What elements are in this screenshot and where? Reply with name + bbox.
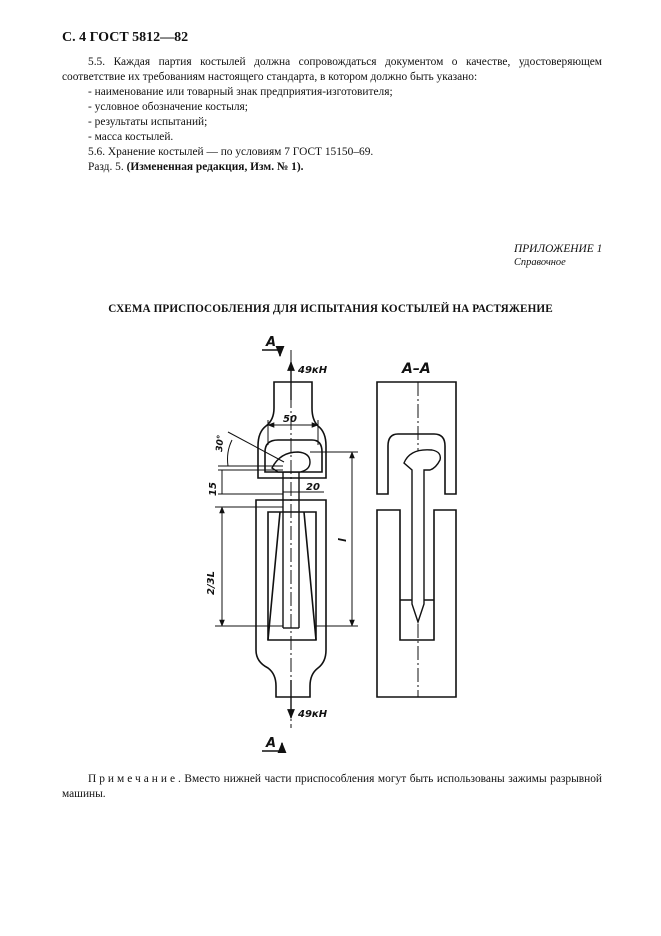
note-text: . Вместо нижней части приспособления мог… xyxy=(62,773,602,800)
amendment-bold: (Измененная редакция, Изм. № 1). xyxy=(126,161,304,173)
spike-section xyxy=(403,449,442,625)
force-label-bottom: 49кН xyxy=(297,709,328,720)
paragraph-5-6: 5.6. Хранение костылей — по условиям 7 Г… xyxy=(88,146,374,158)
page-header: С. 4 ГОСТ 5812—82 xyxy=(62,30,189,45)
dimension-2-3l-label: 2/3L xyxy=(206,571,217,595)
section-mark-bottom-label: А xyxy=(265,736,276,751)
section-amendment: Разд. 5. (Измененная редакция, Изм. № 1)… xyxy=(62,160,602,175)
appendix-label: ПРИЛОЖЕНИЕ 1 Справочное xyxy=(514,242,602,270)
appendix-number: ПРИЛОЖЕНИЕ 1 xyxy=(514,243,603,255)
dimension-50 xyxy=(267,420,319,445)
section-mark-bottom xyxy=(262,741,287,754)
section-view-label: А–А xyxy=(401,361,431,377)
note-label: Примечание xyxy=(88,773,179,785)
list-item: - условное обозначение костыля; xyxy=(88,101,248,113)
list-item: - масса костылей. xyxy=(88,131,174,143)
paragraph-5-5: 5.5. Каждая партия костылей должна сопро… xyxy=(62,56,602,83)
force-label-top: 49кН xyxy=(297,365,328,376)
dimension-15-label: 15 xyxy=(208,482,219,496)
dimension-15 xyxy=(218,469,283,495)
appendix-type: Справочное xyxy=(514,257,566,268)
dimension-30deg xyxy=(218,431,285,467)
dimension-20-label: 20 xyxy=(306,482,320,493)
dimension-50-label: 50 xyxy=(283,414,297,425)
list-item: - наименование или товарный знак предпри… xyxy=(88,86,393,98)
dimension-l xyxy=(310,451,358,627)
figure-title: СХЕМА ПРИСПОСОБЛЕНИЯ ДЛЯ ИСПЫТАНИЯ КОСТЫ… xyxy=(108,303,553,315)
left-fixture-view xyxy=(255,381,327,698)
dimension-2-3l xyxy=(215,506,283,627)
section-mark-top-label: А xyxy=(265,335,276,350)
figure-note: Примечание. Вместо нижней части приспосо… xyxy=(62,772,602,802)
dimension-l-label: l xyxy=(336,538,349,542)
list-item: - результаты испытаний; xyxy=(88,116,208,128)
amendment-prefix: Разд. 5. xyxy=(88,161,127,173)
section-mark-top xyxy=(262,345,285,358)
dimension-30deg-label: 30° xyxy=(215,434,226,452)
